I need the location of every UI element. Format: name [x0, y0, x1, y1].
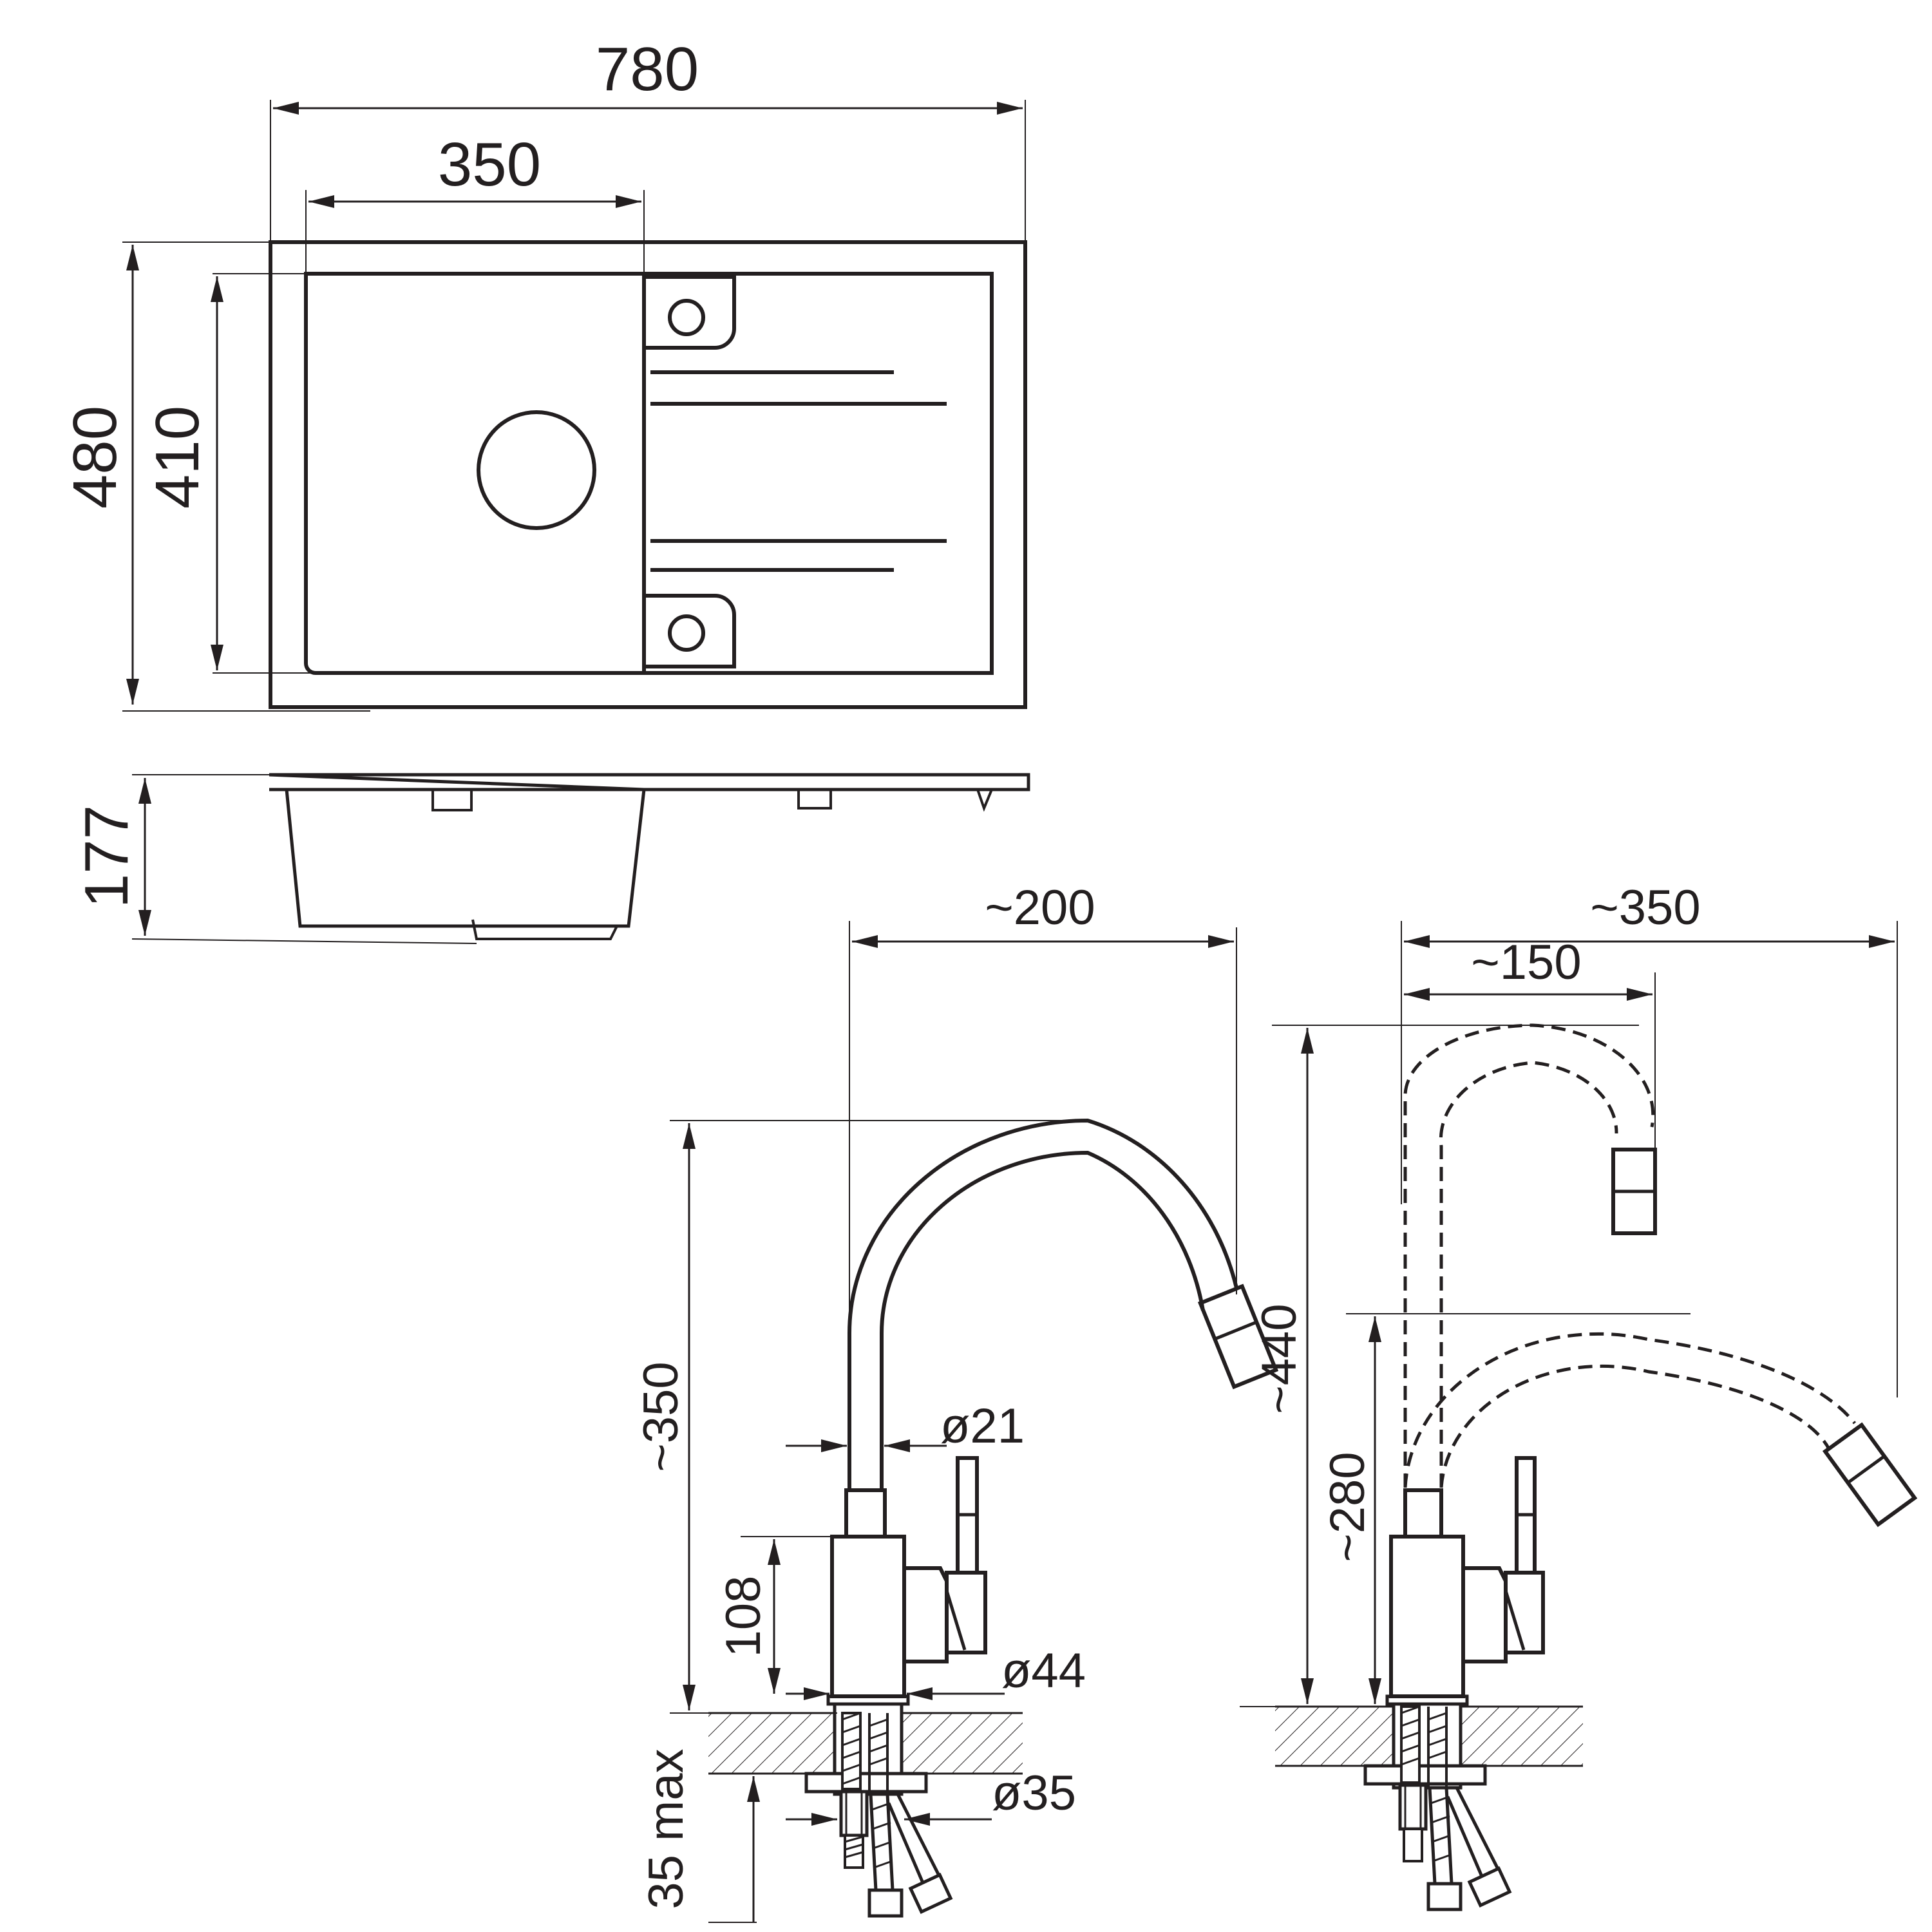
dim-177: 177 — [72, 805, 141, 908]
dim-108: 108 — [716, 1576, 771, 1658]
dim-780: 780 — [596, 35, 699, 104]
faucet-flexible-base — [1275, 1702, 1583, 1911]
dim-reach-150: ~150 — [1471, 935, 1581, 990]
sink-dimension-lines — [122, 100, 1026, 712]
faucet-flexible-dimensions — [1240, 921, 1898, 1707]
dim-410: 410 — [143, 406, 212, 509]
dim-350-bowl: 350 — [438, 130, 541, 199]
dim-height-280: ~280 — [1320, 1452, 1375, 1562]
dim-reach-200: ~200 — [985, 880, 1095, 935]
faucet-standard — [826, 1118, 1279, 1706]
dim-height-440: ~440 — [1252, 1303, 1307, 1414]
faucet-standard-base — [708, 1702, 1023, 1918]
dim-dia-35: ø35 — [992, 1766, 1076, 1821]
sink-top-view — [269, 240, 1027, 709]
drain-circle — [477, 410, 596, 530]
dim-reach-350: ~350 — [1590, 880, 1700, 935]
faucet-flexible — [1385, 1023, 1918, 1706]
dim-480: 480 — [61, 406, 129, 509]
dim-dia-44: ø44 — [1001, 1643, 1086, 1698]
sink-side-view — [131, 773, 1030, 944]
dim-dia-21: ø21 — [940, 1399, 1025, 1454]
dim-height-350: ~350 — [634, 1361, 688, 1472]
dim-35-max: 35 max — [639, 1748, 694, 1909]
faucet-standard-dimensions — [670, 921, 1237, 1923]
